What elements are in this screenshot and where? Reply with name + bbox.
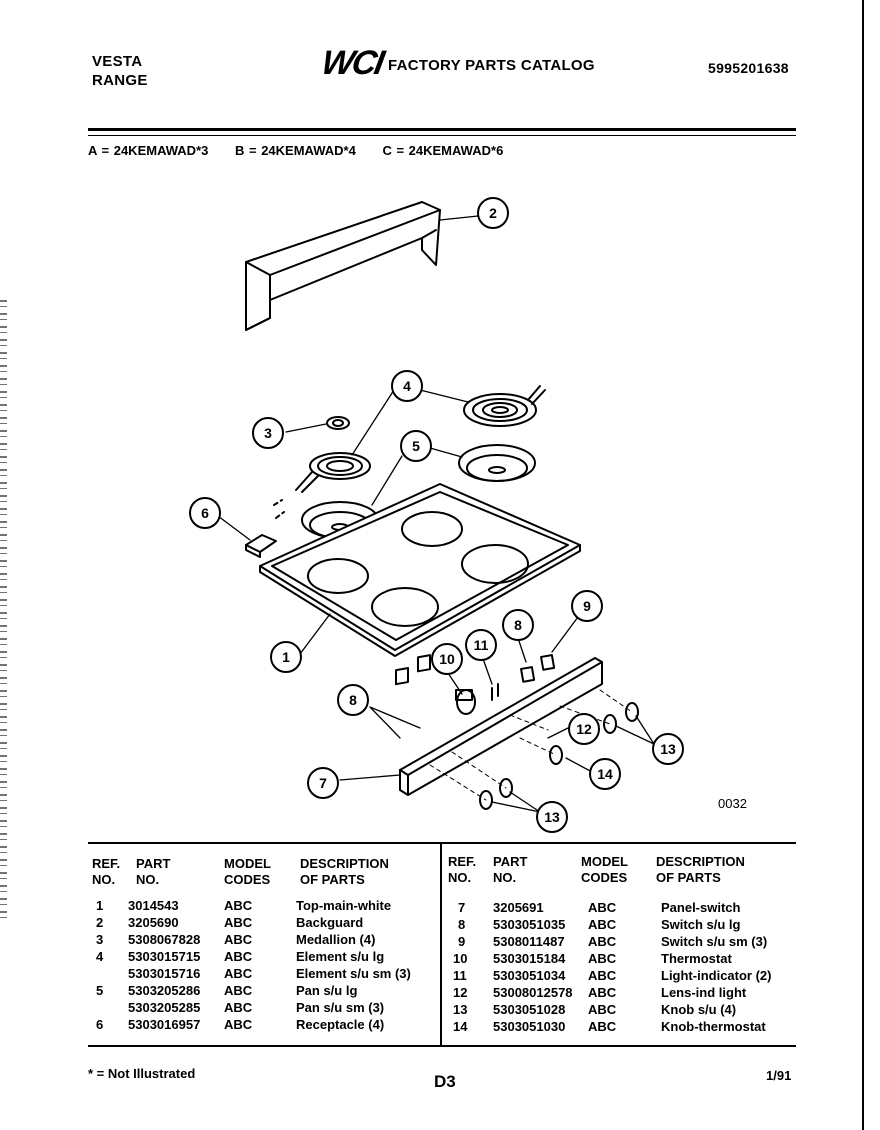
callout-1-circle [270, 641, 302, 673]
table-column-divider [440, 843, 442, 1046]
header-rule-thin [88, 135, 796, 136]
table-top-rule [88, 842, 796, 844]
callout-4: 4 [403, 378, 411, 394]
callout-12: 12 [576, 721, 592, 737]
model-b: B = 24KEMAWAD*4 [234, 143, 356, 158]
figure-code: 0032 [718, 796, 747, 811]
product-type: RANGE [92, 72, 148, 89]
knob-parts [479, 702, 639, 810]
model-a: A = 24KEMAWAD*3 [88, 143, 209, 158]
callout-labels: 1 2 3 4 5 6 7 8 8 9 10 11 12 13 13 14 [201, 205, 676, 825]
callout-4-circle [391, 370, 423, 402]
callouts [189, 197, 684, 833]
catalog-title: FACTORY PARTS CATALOG [388, 57, 595, 74]
callout-7-circle [307, 767, 339, 799]
callout-12-circle [568, 713, 600, 745]
callout-10-circle [431, 643, 463, 675]
left-desc-header: DESCRIPTION OF PARTS [300, 856, 389, 887]
exploded-parts-diagram: 1 2 3 4 5 6 7 8 8 9 10 11 12 13 13 14 [189, 197, 684, 833]
page-code: D3 [434, 1072, 456, 1091]
callout-2: 2 [489, 205, 497, 221]
element-small-part [295, 452, 371, 493]
right-ref-header: REF. NO. [448, 854, 477, 885]
right-model-header: MODEL CODES [581, 854, 628, 885]
callout-8a: 8 [349, 692, 357, 708]
model-list: A = 24KEMAWAD*3 B = 24KEMAWAD*4 C = 24KE… [88, 143, 525, 158]
callout-8b: 8 [514, 617, 522, 633]
left-part-header: PART NO. [136, 856, 171, 887]
callout-3: 3 [264, 425, 272, 441]
callout-11-circle [465, 629, 497, 661]
switch-parts [395, 654, 556, 686]
main-top-part [259, 483, 581, 657]
pan-large-part [458, 444, 536, 482]
callout-13a: 13 [660, 741, 676, 757]
callout-11: 11 [474, 637, 489, 653]
table-bottom-rule [88, 1045, 796, 1047]
header-rule [88, 128, 796, 131]
callout-9: 9 [583, 598, 591, 614]
callout-13a-circle [652, 733, 684, 765]
indicator-light-part [491, 683, 499, 701]
callout-14: 14 [597, 766, 613, 782]
not-illustrated-note: * = Not Illustrated [88, 1066, 196, 1081]
revision-date: 1/91 [766, 1068, 792, 1083]
medallion-part [326, 416, 350, 430]
callout-14-circle [589, 758, 621, 790]
callout-8b-circle [502, 609, 534, 641]
callout-9-circle [571, 590, 603, 622]
thermostat-part [455, 689, 476, 715]
backguard-part [245, 201, 441, 331]
callout-6-circle [189, 497, 221, 529]
brand-block: VESTA RANGE [92, 52, 148, 90]
catalog-number: 5995201638 [708, 60, 789, 76]
callout-8a-circle [337, 684, 369, 716]
callout-2-circle [477, 197, 509, 229]
brand-name: VESTA [92, 53, 143, 70]
element-large-part [463, 385, 546, 427]
callout-5-circle [400, 430, 432, 462]
switch-panel-part [399, 657, 603, 796]
callout-10: 10 [439, 651, 455, 667]
left-ref-header: REF. NO. [92, 856, 121, 887]
model-c: C = 24KEMAWAD*6 [382, 143, 504, 158]
callout-7: 7 [319, 775, 327, 791]
leader-lines [217, 215, 655, 813]
scan-edge-artifact [0, 300, 7, 920]
callout-13b-circle [536, 801, 568, 833]
receptacle-part [245, 499, 285, 558]
page-border-right [862, 0, 864, 1130]
right-part-header: PART NO. [493, 854, 528, 885]
callout-6: 6 [201, 505, 209, 521]
callout-3-circle [252, 417, 284, 449]
callout-1: 1 [282, 649, 290, 665]
callout-13b: 13 [544, 809, 560, 825]
callout-5: 5 [412, 438, 420, 454]
right-desc-header: DESCRIPTION OF PARTS [656, 854, 745, 885]
left-model-header: MODEL CODES [224, 856, 271, 887]
